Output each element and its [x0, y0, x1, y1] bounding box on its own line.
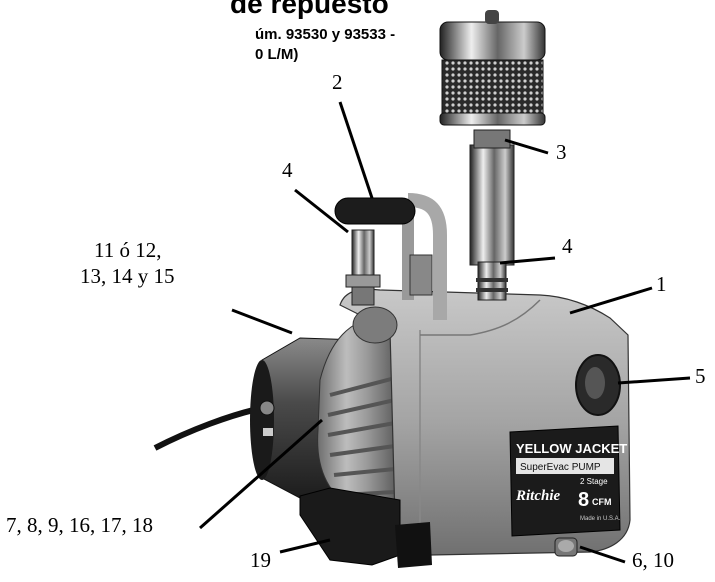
- drain-plug: [554, 537, 578, 557]
- label-maker: Ritchie: [515, 488, 561, 504]
- callout-11-line2: 13, 14 y 15: [80, 264, 175, 288]
- page-heading: de repuesto: [230, 0, 389, 19]
- callout-3: 3: [556, 140, 567, 164]
- pump-label-plate: YELLOW JACKET SuperEvac PUMP Ritchie 2 S…: [509, 425, 627, 537]
- callout-2: 2: [332, 70, 343, 94]
- left-fitting: [345, 229, 381, 306]
- rubber-foot: [299, 487, 432, 568]
- callout-7-18: 7, 8, 9, 16, 17, 18: [6, 513, 153, 537]
- power-cord: [153, 405, 263, 451]
- model-numbers-line2: 0 L/M): [255, 46, 299, 63]
- callout-19: 19: [250, 548, 271, 572]
- label-product: SuperEvac PUMP: [520, 462, 601, 473]
- label-rating-unit: CFM: [592, 497, 612, 507]
- callout-4-right: 4: [562, 234, 573, 258]
- label-rating-number: 8: [578, 489, 589, 511]
- callout-11-line1: 11 ó 12,: [94, 238, 162, 262]
- exhaust-filter: [439, 10, 546, 126]
- callout-4-left: 4: [282, 158, 293, 182]
- intake-stack: [469, 129, 515, 301]
- callout-1: 1: [656, 272, 667, 296]
- label-stage: 2 Stage: [580, 477, 608, 486]
- callout-leader-lines: [199, 101, 691, 564]
- callout-6-10: 6, 10: [632, 548, 674, 572]
- label-brand: YELLOW JACKET: [516, 441, 627, 456]
- callout-5: 5: [695, 364, 706, 388]
- carry-handle: [334, 193, 447, 320]
- model-numbers-line1: úm. 93530 y 93533 -: [255, 26, 396, 43]
- label-origin: Made in U.S.A.: [580, 516, 621, 522]
- fin-housing: [317, 315, 401, 511]
